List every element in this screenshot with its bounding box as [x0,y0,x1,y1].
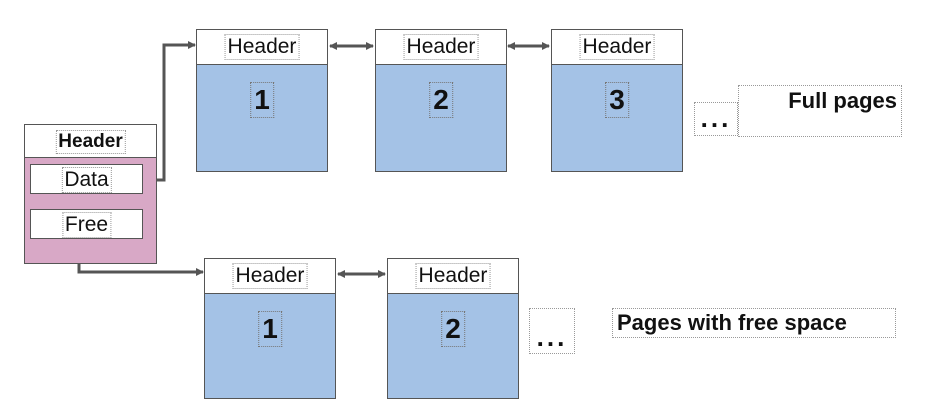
full-page-3-number: 3 [605,82,629,118]
full-page-3-header-label: Header [579,34,655,60]
full-page-2-number: 2 [429,82,453,118]
free-page-1-header: Header [205,259,335,294]
free-pages-label: Pages with free space [612,308,896,338]
free-page-2-header: Header [388,259,518,294]
free-pages-ellipsis: ... [529,308,575,354]
full-page-2-header: Header [376,30,506,65]
full-pages-ellipsis: ... [694,102,738,136]
full-page-1-header-label: Header [224,34,300,60]
free-page-1-header-label: Header [232,263,308,289]
full-page-3: Header 3 [551,29,683,172]
directory-slot-free-label: Free [61,212,112,238]
full-pages-label: Full pages [738,85,902,137]
directory-slot-data: Data [30,164,143,194]
free-page-1-number: 1 [258,311,282,347]
directory-page: Header Data Free [24,124,157,264]
directory-header-label: Header [55,130,126,154]
directory-slot-data-label: Data [61,167,112,193]
free-page-2-number: 2 [441,311,465,347]
full-page-3-header: Header [552,30,682,65]
free-page-2: Header 2 [387,258,519,399]
full-page-1-number: 1 [250,82,274,118]
full-page-2-header-label: Header [403,34,479,60]
full-page-1: Header 1 [196,29,328,172]
directory-slot-free: Free [30,209,143,239]
full-page-1-header: Header [197,30,327,65]
full-page-2: Header 2 [375,29,507,172]
free-page-2-header-label: Header [415,263,491,289]
directory-header: Header [25,125,156,158]
free-page-1: Header 1 [204,258,336,399]
